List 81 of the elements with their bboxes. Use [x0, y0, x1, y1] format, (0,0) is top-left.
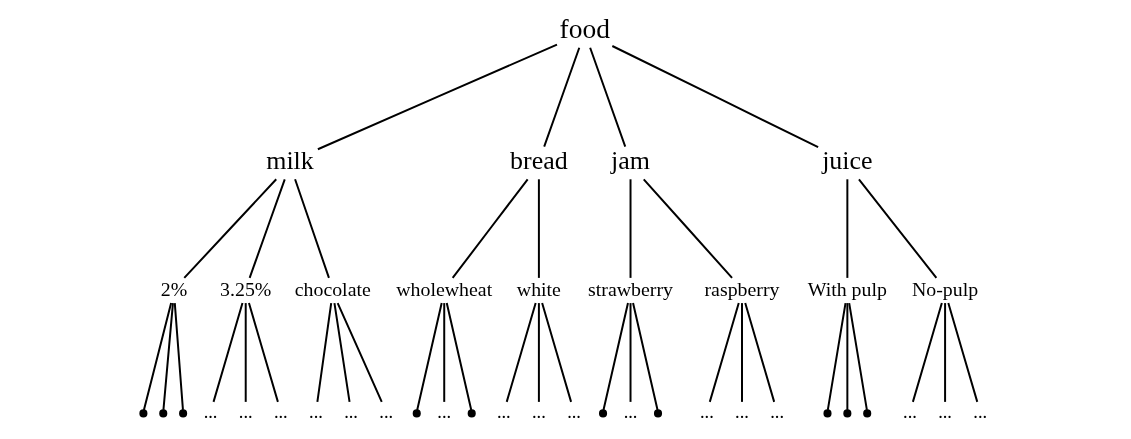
connector — [602, 302, 629, 411]
node-text: white — [516, 277, 561, 300]
connector — [316, 43, 558, 151]
node-text: wholewheat — [396, 277, 493, 300]
connector — [248, 178, 286, 279]
connector — [316, 302, 333, 403]
node-text: ... — [309, 402, 323, 423]
node-text: juice — [822, 146, 873, 176]
node-text: ... — [735, 402, 749, 423]
node-point — [139, 409, 148, 418]
node-text: ... — [770, 402, 784, 423]
node-text: raspberry — [704, 277, 780, 300]
node-text: food — [559, 13, 610, 44]
node-text: ... — [344, 402, 358, 423]
connector — [247, 302, 279, 403]
connector — [826, 302, 847, 411]
connector — [642, 178, 734, 279]
connector — [632, 302, 659, 411]
node-text: milk — [266, 146, 314, 176]
connector — [589, 46, 627, 148]
node-text: jam — [611, 146, 650, 176]
node-text: No-pulp — [912, 277, 979, 300]
node-text: bread — [510, 146, 568, 176]
connector — [333, 302, 351, 403]
node-point — [159, 409, 168, 418]
connector — [741, 302, 743, 403]
connector — [244, 302, 247, 403]
connector — [543, 46, 581, 148]
node-point — [598, 409, 608, 418]
node-text: ... — [623, 402, 638, 423]
connector — [857, 178, 938, 279]
node-text: ... — [203, 402, 218, 423]
connector — [443, 302, 446, 403]
connector — [294, 178, 330, 279]
connector — [162, 302, 174, 411]
node-point — [863, 409, 872, 418]
node-text: ... — [973, 402, 988, 423]
connector — [541, 302, 573, 403]
node-point — [467, 409, 476, 418]
connector — [505, 302, 537, 403]
connector — [911, 302, 943, 403]
node-text: ... — [273, 402, 288, 423]
connector — [611, 45, 820, 149]
connector — [445, 302, 473, 411]
node-text: With pulp — [807, 277, 887, 300]
connector — [336, 302, 383, 403]
connector — [744, 302, 776, 403]
connector — [629, 178, 632, 279]
node-text: ... — [567, 402, 581, 423]
node-point — [412, 409, 421, 418]
connector — [846, 178, 849, 279]
connector — [947, 302, 979, 403]
connector — [537, 302, 540, 403]
node-text: 3.25% — [220, 277, 272, 300]
node-text: ... — [903, 402, 917, 423]
connector — [173, 302, 184, 411]
node-text: ... — [437, 402, 452, 423]
node-text: ... — [532, 402, 546, 423]
node-text: ... — [238, 402, 253, 423]
node-point — [179, 409, 188, 418]
connector — [183, 178, 278, 279]
node-text: ... — [496, 402, 511, 423]
node-point — [843, 409, 852, 418]
connector — [846, 302, 849, 411]
node-text: ... — [379, 402, 394, 423]
node-point — [653, 409, 663, 418]
connector — [944, 302, 947, 403]
node-text: ... — [700, 402, 714, 423]
node-text: ... — [938, 402, 952, 423]
node-text: 2% — [160, 277, 188, 300]
connector — [848, 302, 868, 411]
node-point — [823, 409, 832, 418]
connector — [537, 178, 540, 279]
connector — [142, 302, 173, 411]
connector — [212, 302, 244, 403]
node-text: chocolate — [294, 277, 371, 300]
connector — [416, 302, 443, 411]
connector — [451, 178, 529, 279]
connector — [708, 302, 740, 403]
node-text: strawberry — [588, 277, 673, 300]
connector — [629, 302, 632, 403]
